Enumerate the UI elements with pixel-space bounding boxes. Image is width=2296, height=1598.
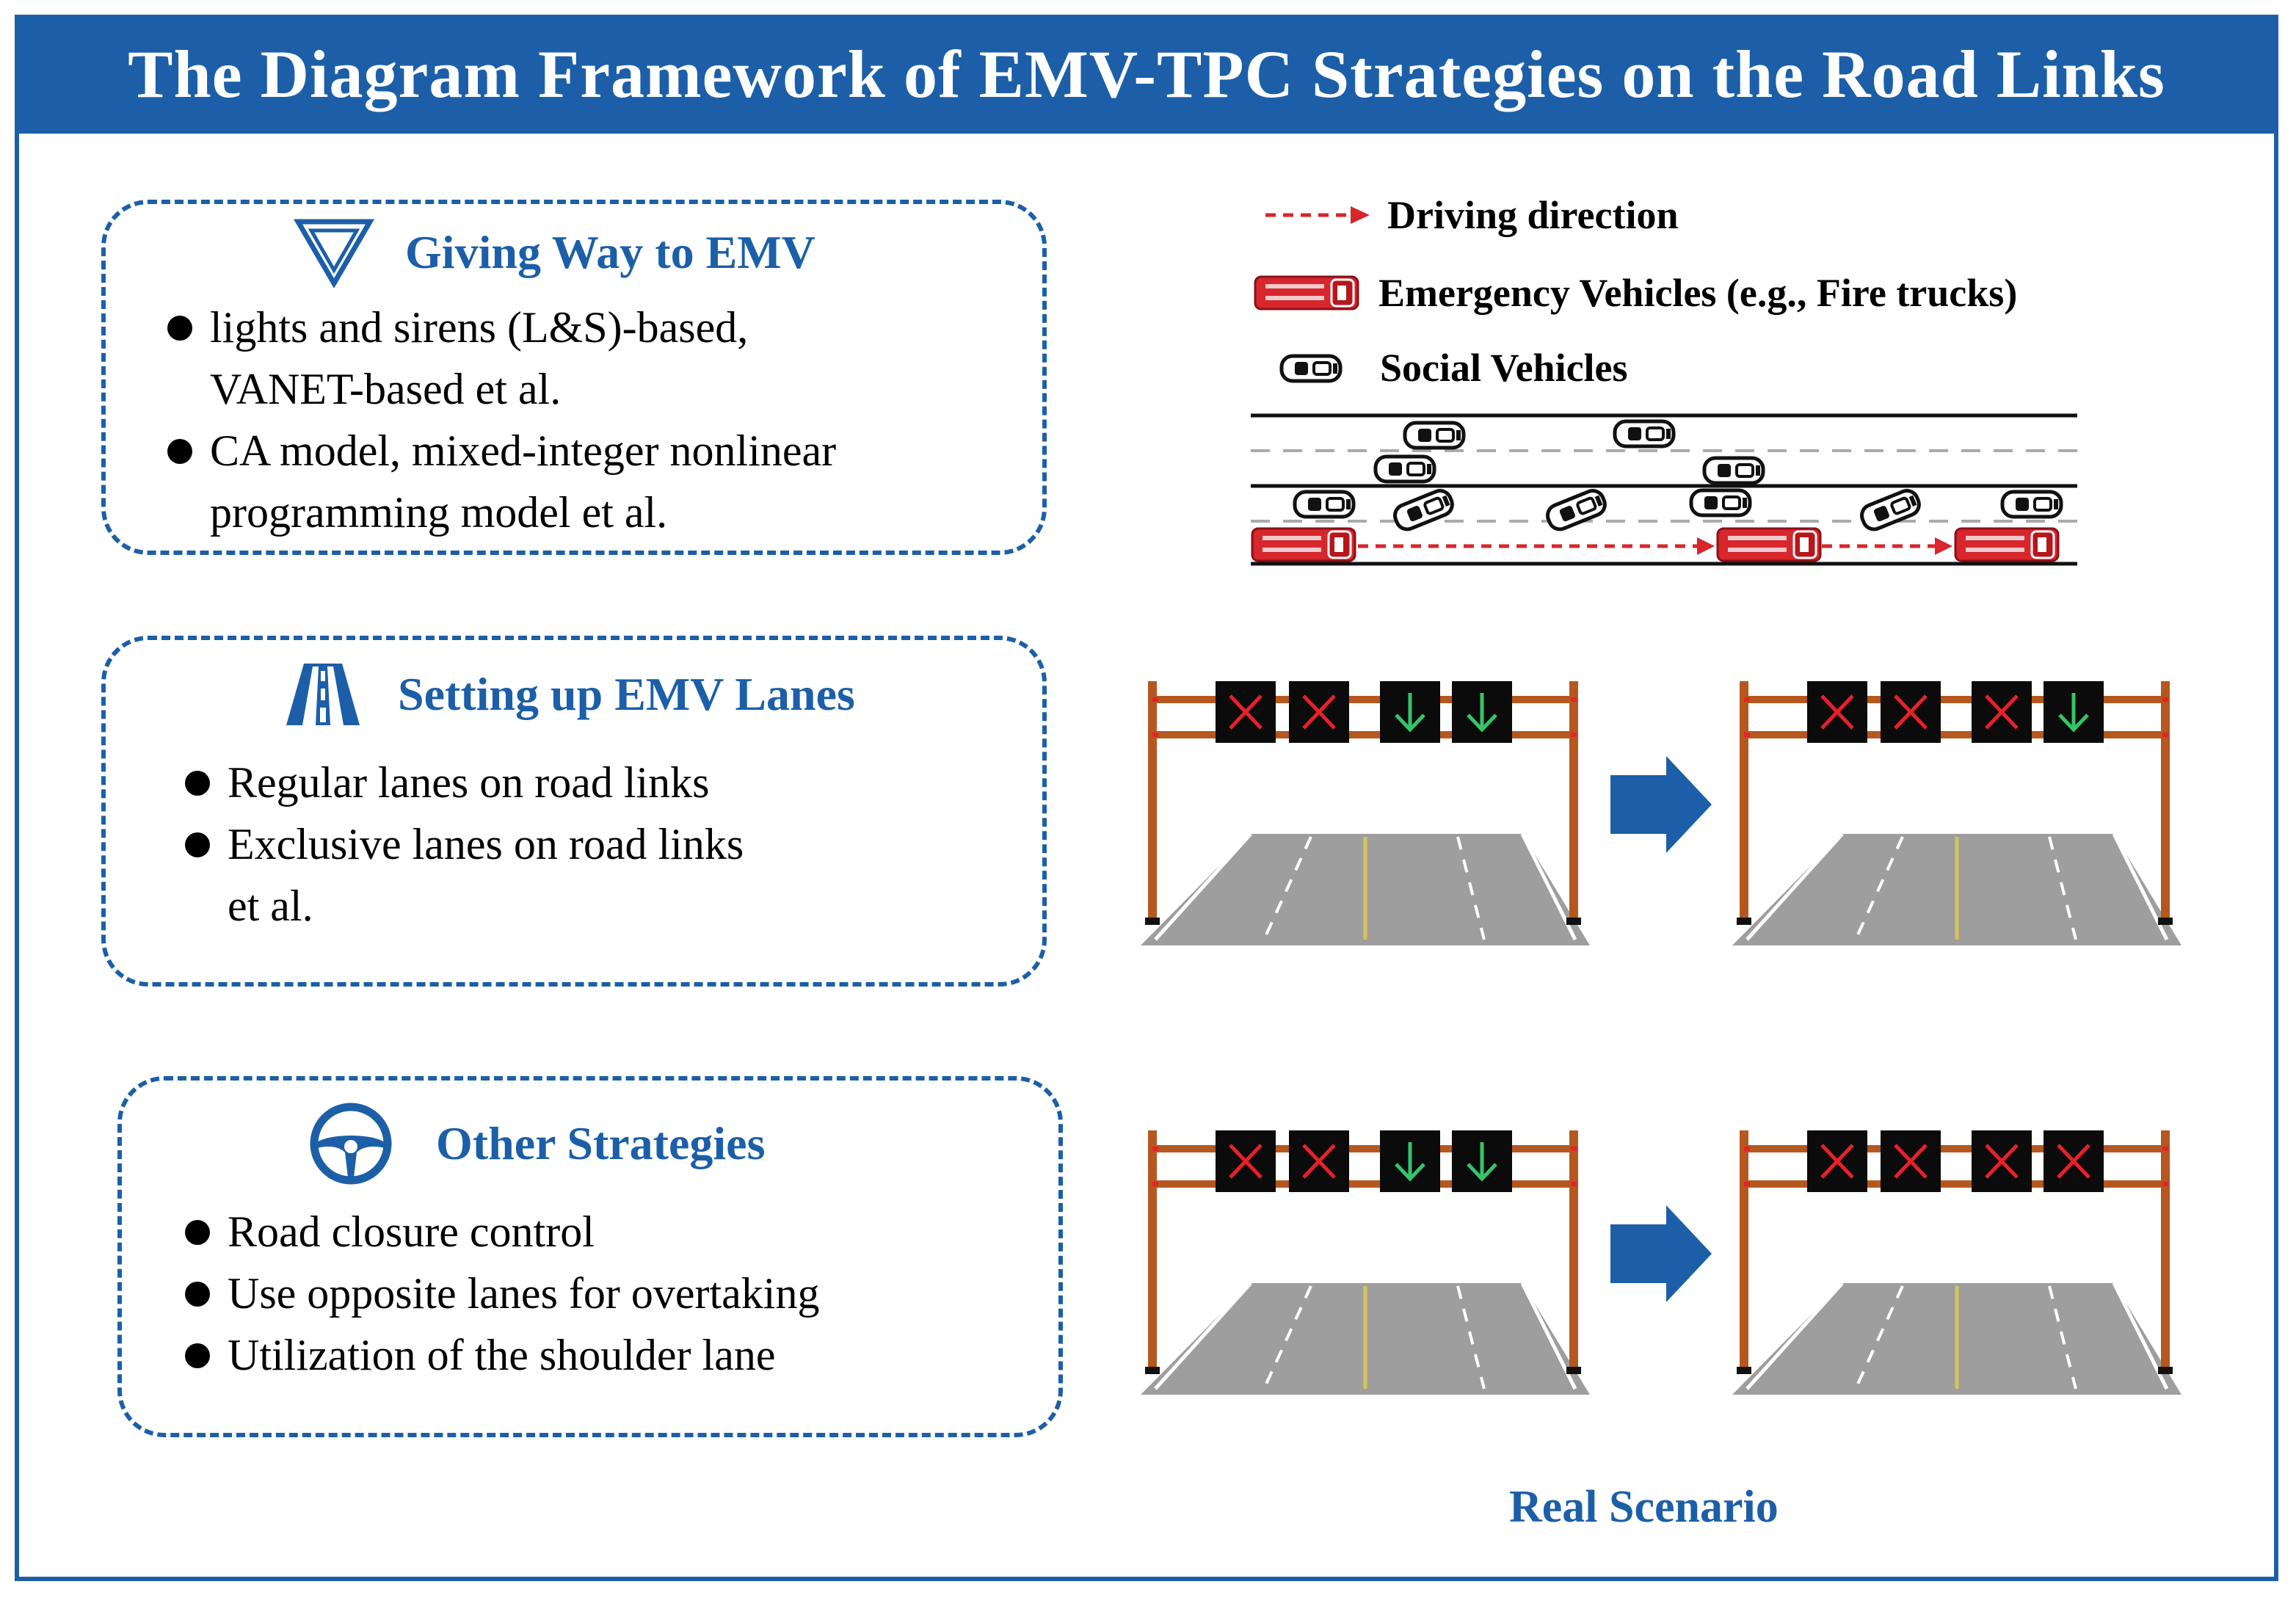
strategy-bullets-emv-lanes: Regular lanes on road links Exclusive la… xyxy=(179,752,1016,937)
page-title: The Diagram Framework of EMV-TPC Strateg… xyxy=(128,37,2165,112)
strategy-bullets-other: Road closure control Use opposite lanes … xyxy=(179,1201,1045,1386)
dashed-arrow-icon xyxy=(1265,206,1370,224)
strategy-title: Giving Way to EMV xyxy=(405,226,815,278)
strategy-title: Setting up EMV Lanes xyxy=(398,668,855,720)
strategy-card-emv-lanes xyxy=(101,636,1047,987)
strategy-card-other xyxy=(117,1076,1063,1437)
steering-wheel-icon xyxy=(310,1103,392,1185)
bullet-item: Utilization of the shoulder lane xyxy=(179,1324,1045,1386)
legend-social-vehicles: Social Vehicles xyxy=(1277,345,1628,391)
strategy-title: Other Strategies xyxy=(436,1117,766,1169)
bullet-text: Use opposite lanes for overtaking xyxy=(228,1269,820,1318)
bullet-text: lights and sirens (L&S)-based, VANET-bas… xyxy=(210,303,749,413)
strategy-header-other: Other Strategies xyxy=(308,1101,765,1186)
strategy-header-giving-way: Giving Way to EMV xyxy=(294,217,815,288)
yield-triangle-icon xyxy=(294,219,374,288)
scene-caption: Real Scenario xyxy=(1509,1482,1779,1532)
title-bar: The Diagram Framework of EMV-TPC Strateg… xyxy=(15,15,2278,134)
bullet-text: Regular lanes on road links xyxy=(228,758,710,807)
bullet-text: CA model, mixed-integer nonlinear progra… xyxy=(210,426,837,537)
strategy-bullets-giving-way: lights and sirens (L&S)-based, VANET-bas… xyxy=(161,297,1028,543)
legend-label: Social Vehicles xyxy=(1380,346,1628,390)
strategy-header-emv-lanes: Setting up EMV Lanes xyxy=(286,664,855,725)
bullet-item: Use opposite lanes for overtaking xyxy=(179,1263,1045,1324)
bullet-text: Utilization of the shoulder lane xyxy=(228,1331,776,1379)
road-lanes-icon xyxy=(286,664,360,725)
bullet-item: lights and sirens (L&S)-based, VANET-bas… xyxy=(161,297,1028,420)
bullet-item: Road closure control xyxy=(179,1201,1045,1263)
bullet-item: Regular lanes on road links xyxy=(179,752,1016,813)
bullet-item: Exclusive lanes on road links et al. xyxy=(179,813,1016,937)
bullet-text: Road closure control xyxy=(228,1207,595,1256)
bullet-item: CA model, mixed-integer nonlinear progra… xyxy=(161,420,1028,543)
legend-label: Emergency Vehicles (e.g., Fire trucks) xyxy=(1378,271,2018,315)
car-icon xyxy=(1277,350,1351,385)
legend-emergency-vehicles: Emergency Vehicles (e.g., Fire trucks) xyxy=(1252,270,2017,316)
fire-truck-icon xyxy=(1254,275,1359,310)
bullet-text: Exclusive lanes on road links et al. xyxy=(228,820,744,930)
legend-driving-direction: Driving direction xyxy=(1263,192,1678,238)
legend-label: Driving direction xyxy=(1387,193,1679,237)
strategy-card-giving-way xyxy=(101,200,1047,555)
